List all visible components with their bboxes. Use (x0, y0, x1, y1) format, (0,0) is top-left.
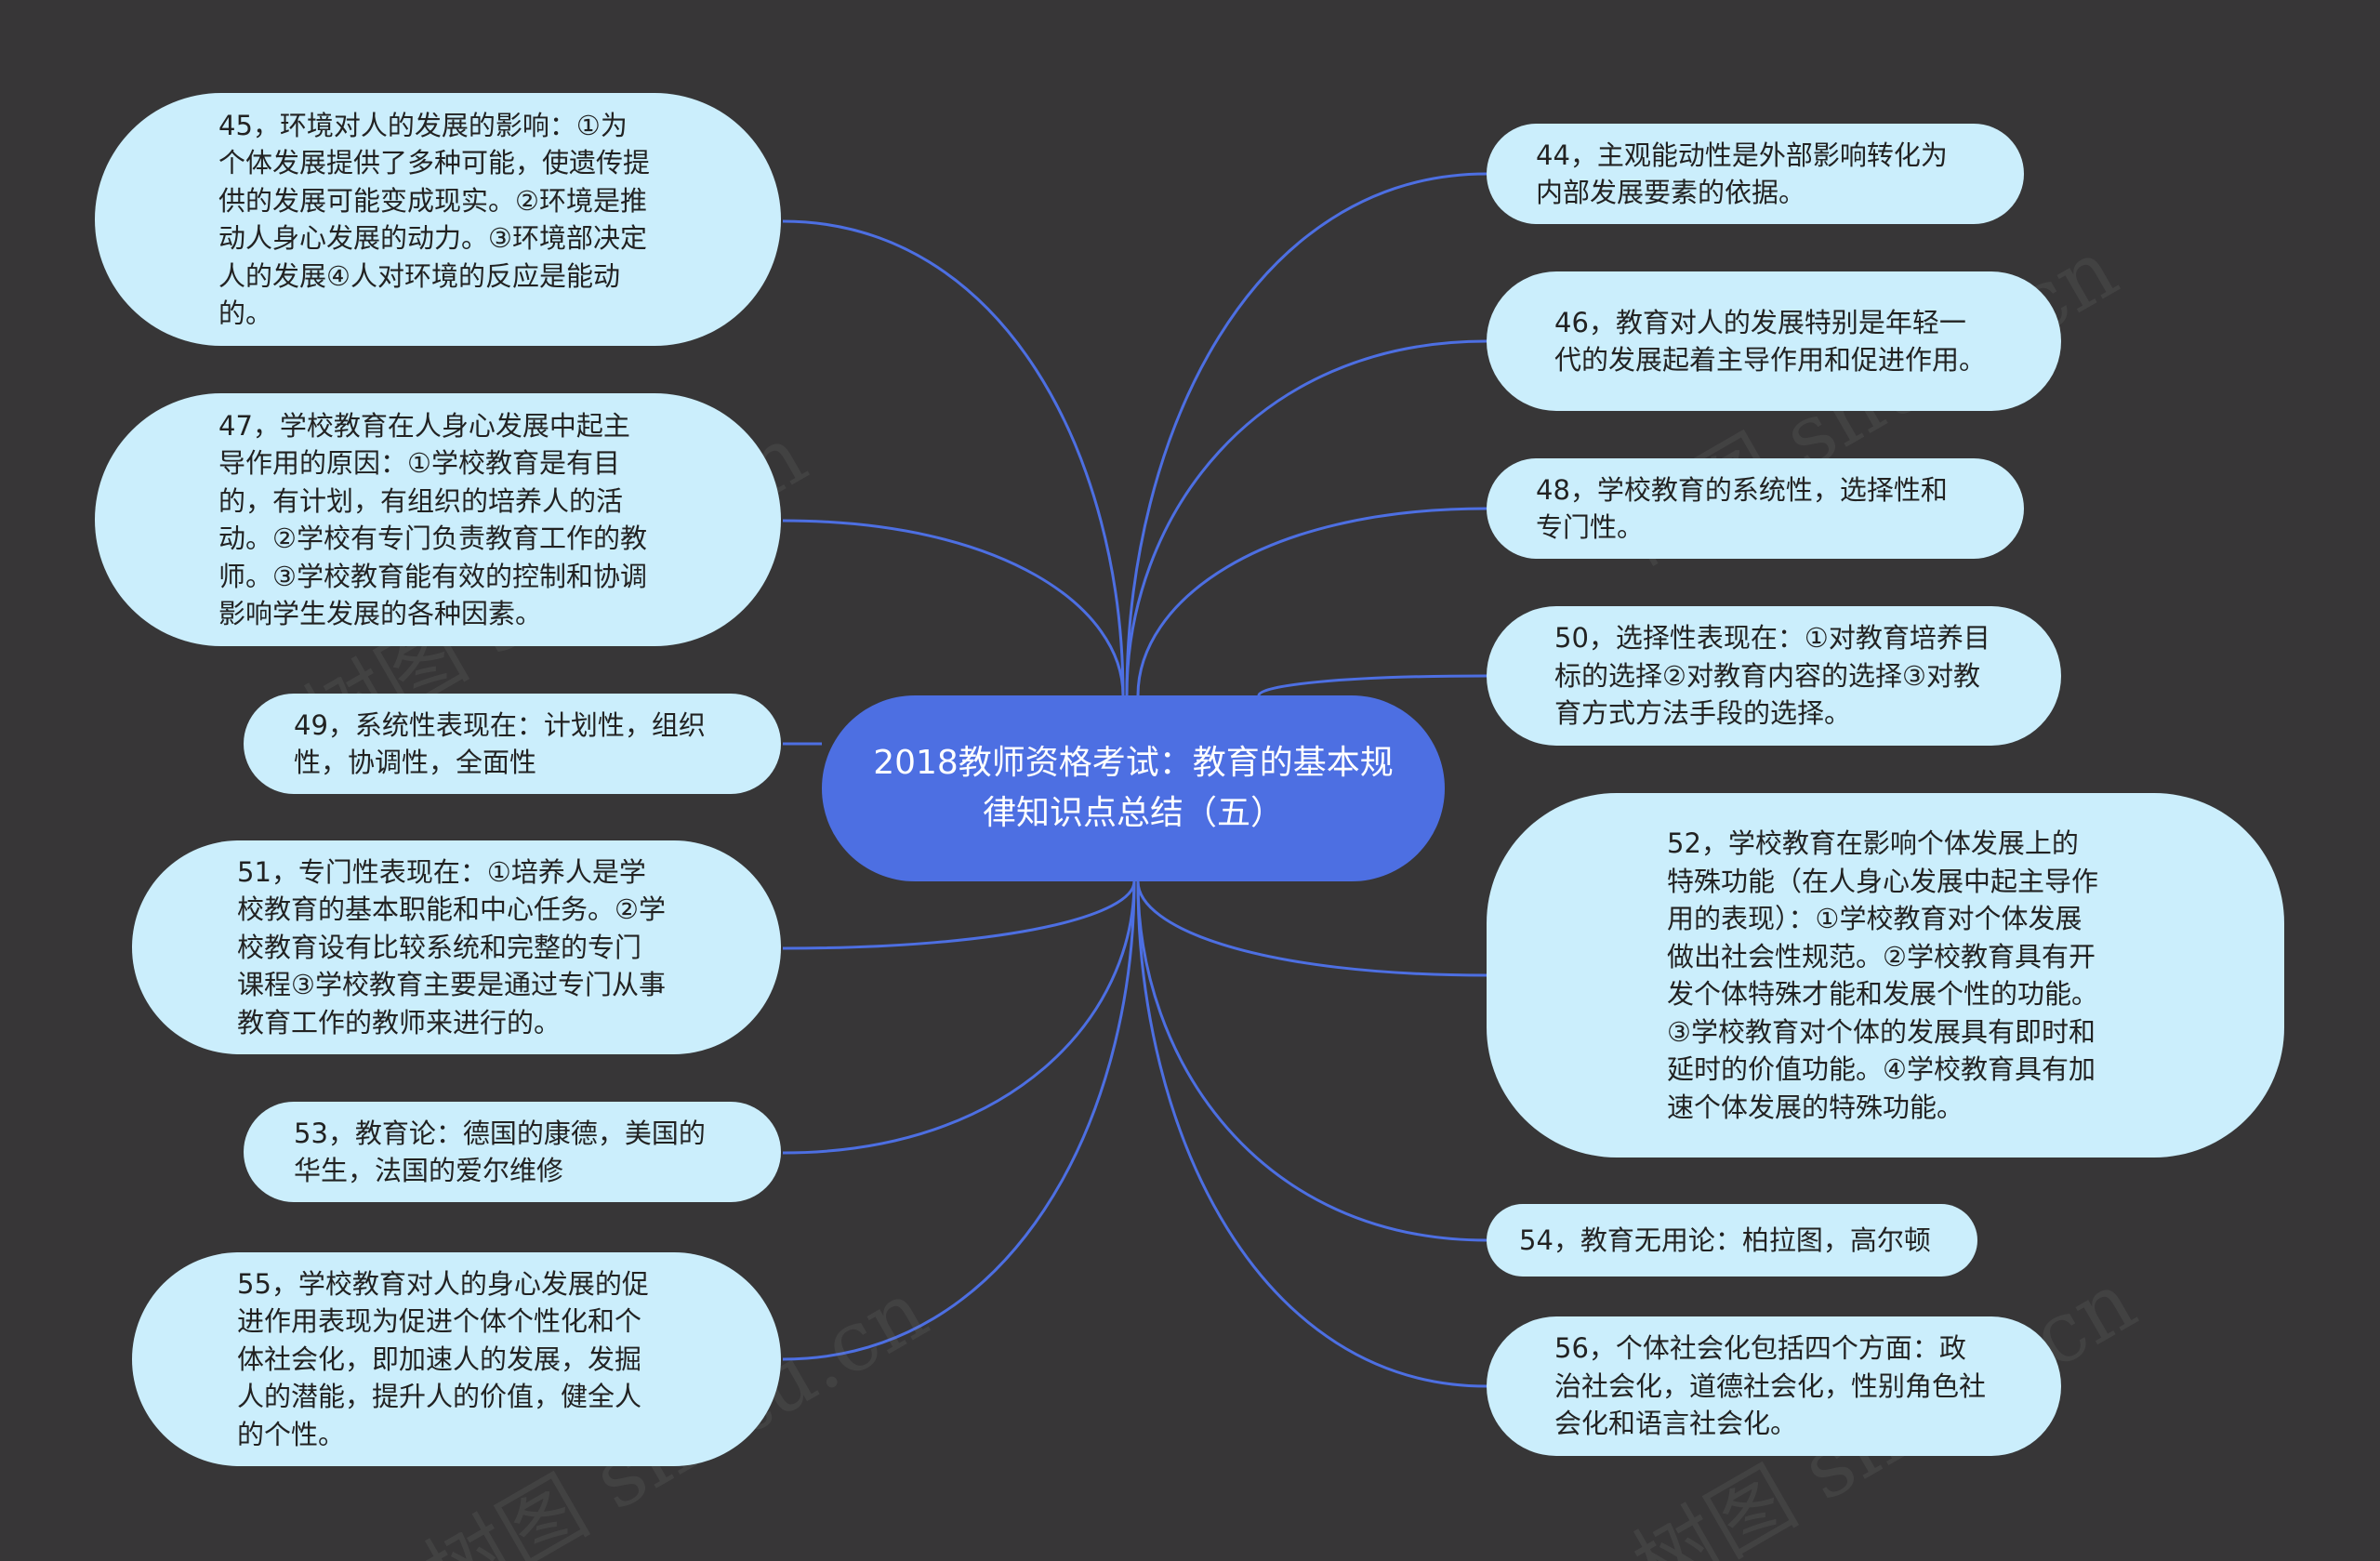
topic-node-56-label: 56，个体社会化包括四个方面：政治社会化，道德社会化，性别角色社会化和语言社会化… (1554, 1332, 1987, 1440)
topic-node-55[interactable]: 55，学校教育对人的身心发展的促进作用表现为促进个体个性化和个体社会化，即加速人… (132, 1252, 781, 1466)
topic-node-48-label: 48，学校教育的系统性，选择性和专门性。 (1536, 473, 1948, 544)
topic-node-52-label: 52，学校教育在影响个体发展上的特殊功能（在人身心发展中起主导作用的表现）：①学… (1667, 827, 2099, 1123)
topic-node-48[interactable]: 48，学校教育的系统性，选择性和专门性。 (1487, 458, 2024, 559)
topic-node-51-label: 51，专门性表现在：①培养人是学校教育的基本职能和中心任务。②学校教育设有比较系… (237, 855, 666, 1038)
connector-n46 (1125, 339, 1488, 696)
connector-n55 (782, 880, 1136, 1361)
connector-n52 (1136, 880, 1488, 977)
topic-node-54[interactable]: 54，教育无用论：柏拉图，高尔顿 (1487, 1204, 1977, 1277)
connector-n45 (782, 219, 1125, 696)
topic-node-56[interactable]: 56，个体社会化包括四个方面：政治社会化，道德社会化，性别角色社会化和语言社会化… (1487, 1316, 2061, 1456)
central-topic-label: 2018教师资格考试：教育的基本规律知识点总结（五） (873, 744, 1394, 832)
central-topic[interactable]: 2018教师资格考试：教育的基本规律知识点总结（五） (822, 695, 1445, 881)
topic-node-46[interactable]: 46，教育对人的发展特别是年轻一代的发展起着主导作用和促进作用。 (1487, 271, 2061, 411)
topic-node-44-label: 44，主观能动性是外部影响转化为内部发展要素的依据。 (1536, 139, 1948, 209)
topic-node-49[interactable]: 49，系统性表现在：计划性，组织性，协调性，全面性 (244, 694, 781, 794)
connector-n44 (1125, 172, 1488, 696)
topic-node-45[interactable]: 45，环境对人的发展的影响：①为个体发展提供了多种可能，使遗传提供的发展可能变成… (95, 93, 781, 346)
connector-n53 (782, 880, 1136, 1155)
topic-node-46-label: 46，教育对人的发展特别是年轻一代的发展起着主导作用和促进作用。 (1554, 306, 1987, 377)
connector-n51 (782, 880, 1136, 950)
topic-node-55-label: 55，学校教育对人的身心发展的促进作用表现为促进个体个性化和个体社会化，即加速人… (237, 1267, 649, 1450)
topic-node-50-label: 50，选择性表现在：①对教育培养目标的选择②对教育内容的选择③对教育方式方法手段… (1554, 622, 1990, 730)
connector-n54 (1136, 880, 1488, 1242)
topic-node-50[interactable]: 50，选择性表现在：①对教育培养目标的选择②对教育内容的选择③对教育方式方法手段… (1487, 606, 2061, 746)
topic-node-44[interactable]: 44，主观能动性是外部影响转化为内部发展要素的依据。 (1487, 124, 2024, 224)
topic-node-49-label: 49，系统性表现在：计划性，组织性，协调性，全面性 (294, 708, 706, 779)
topic-node-45-label: 45，环境对人的发展的影响：①为个体发展提供了多种可能，使遗传提供的发展可能变成… (218, 109, 651, 330)
topic-node-51[interactable]: 51，专门性表现在：①培养人是学校教育的基本职能和中心任务。②学校教育设有比较系… (132, 840, 781, 1054)
topic-node-53[interactable]: 53，教育论：德国的康德，美国的华生，法国的爱尔维修 (244, 1102, 781, 1202)
connector-n56 (1136, 880, 1488, 1388)
topic-node-47-label: 47，学校教育在人身心发展中起主导作用的原因：①学校教育是有目的，有计划，有组织… (218, 409, 647, 630)
topic-node-53-label: 53，教育论：德国的康德，美国的华生，法国的爱尔维修 (294, 1117, 706, 1187)
topic-node-52[interactable]: 52，学校教育在影响个体发展上的特殊功能（在人身心发展中起主导作用的表现）：①学… (1487, 793, 2284, 1158)
connector-n48 (1136, 507, 1488, 696)
topic-node-47[interactable]: 47，学校教育在人身心发展中起主导作用的原因：①学校教育是有目的，有计划，有组织… (95, 393, 781, 646)
connector-n50 (1257, 674, 1488, 696)
connector-n47 (782, 519, 1125, 696)
topic-node-54-label: 54，教育无用论：柏拉图，高尔顿 (1519, 1224, 1931, 1256)
